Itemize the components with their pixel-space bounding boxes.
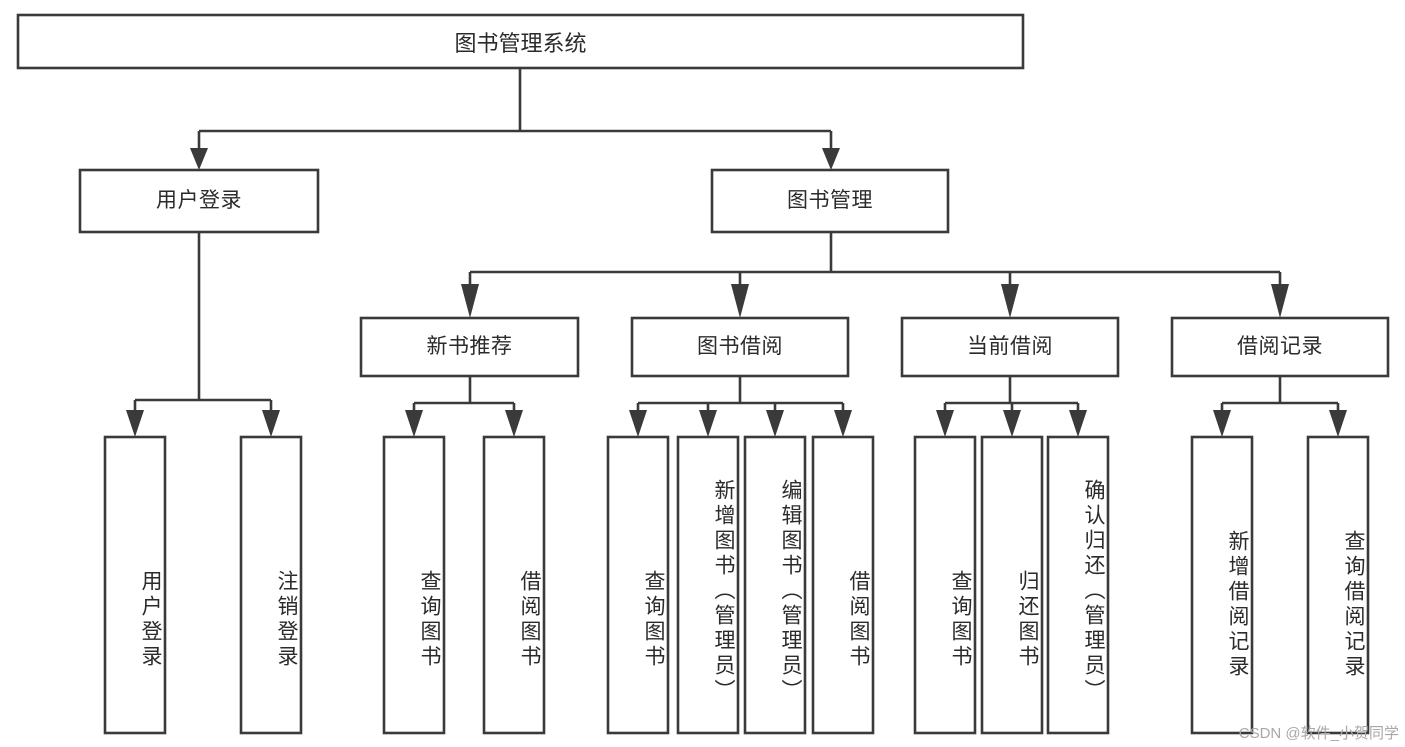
arrowhead-leaf-borrow-book-1 [505, 410, 523, 437]
node-box-leaf-7[interactable] [811, 435, 875, 735]
arrowhead-leaf-return-book [1003, 410, 1021, 437]
node-box-root[interactable] [16, 13, 1025, 70]
connector-group-book-mgmt [461, 232, 1289, 318]
arrowhead-leaf-logout [262, 410, 280, 437]
connector-group-new-book-rec [405, 376, 523, 437]
arrowhead-leaf-query-book-1 [405, 410, 423, 437]
arrowhead-new-book-rec [461, 284, 479, 318]
arrowhead-current-borrow [1001, 284, 1019, 318]
arrowhead-book-borrow [731, 284, 749, 318]
arrowhead-leaf-add-book [699, 410, 717, 437]
arrowhead-leaf-query-book-2 [629, 410, 647, 437]
node-box-leaf-4[interactable] [606, 435, 670, 735]
node-box-leaf-3[interactable] [482, 435, 546, 735]
connector-group-user-login [126, 232, 280, 437]
node-box-leaf-1[interactable] [239, 435, 303, 735]
node-box-leaf-5[interactable] [676, 435, 740, 735]
arrowhead-leaf-confirm-return [1069, 410, 1087, 437]
node-box-leaf-10[interactable] [1046, 435, 1110, 735]
node-box-leaf-8[interactable] [913, 435, 977, 735]
arrowhead-leaf-user-login [126, 410, 144, 437]
arrowhead-leaf-add-record [1213, 410, 1231, 437]
arrowhead-leaf-borrow-book-2 [834, 410, 852, 437]
node-box-leaf-0[interactable] [103, 435, 167, 735]
arrowhead-leaf-edit-book [766, 410, 784, 437]
node-box-current-borrow[interactable] [900, 316, 1120, 378]
csdn-watermark: CSDN @软件_小贺同学 [1238, 725, 1399, 742]
node-box-leaf-12[interactable] [1306, 435, 1370, 735]
node-box-user-login[interactable] [78, 168, 320, 234]
arrowhead-user-login [190, 148, 208, 170]
node-box-leaf-2[interactable] [382, 435, 446, 735]
connector-group-borrow-record [1213, 376, 1347, 437]
arrowhead-book-mgmt [822, 148, 840, 170]
node-box-book-management[interactable] [710, 168, 950, 234]
node-box-leaf-9[interactable] [980, 435, 1044, 735]
node-box-borrow-record[interactable] [1170, 316, 1390, 378]
node-box-book-borrow[interactable] [630, 316, 850, 378]
arrowhead-leaf-query-book-3 [936, 410, 954, 437]
connector-group-book-borrow [629, 376, 852, 437]
node-box-leaf-6[interactable] [743, 435, 807, 735]
arrowhead-leaf-query-record [1329, 410, 1347, 437]
connector-group-current-borrow [936, 376, 1087, 437]
connector-group-root [190, 68, 840, 170]
node-box-new-book-recommend[interactable] [359, 316, 580, 378]
node-box-leaf-11[interactable] [1190, 435, 1254, 735]
arrowhead-borrow-record [1271, 284, 1289, 318]
